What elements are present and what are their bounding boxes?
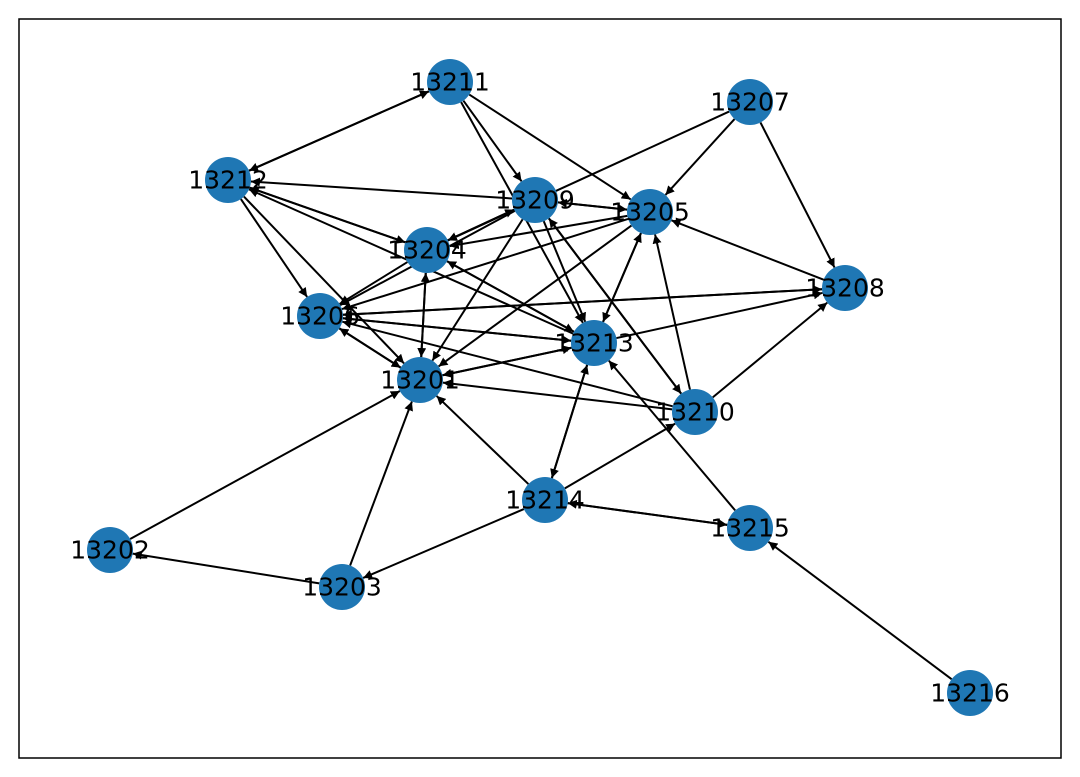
plot-frame: [18, 18, 1062, 759]
node-13206: [297, 293, 343, 339]
node-label: 13209: [495, 186, 575, 215]
node-label: 13215: [710, 514, 790, 543]
edge-13201-13206: [338, 327, 402, 369]
edge-13214-13210: [564, 422, 676, 490]
edge-13204-13206: [339, 261, 408, 305]
edge-13210-13205: [652, 234, 691, 390]
edge-13202-13201: [129, 390, 401, 540]
edge-13214-13201: [435, 395, 530, 485]
node-13210: [672, 389, 718, 435]
node-label: 13216: [930, 679, 1010, 708]
edge-13212-13201: [243, 195, 405, 365]
edge-13215-13213: [608, 359, 736, 512]
edge-13210-13208: [712, 301, 828, 399]
edge-13212-13206: [240, 198, 308, 298]
edge-13210-13209: [548, 217, 682, 395]
edge-13201-13204: [420, 272, 430, 358]
node-13201: [397, 357, 443, 403]
edge-13205-13201: [437, 224, 633, 368]
node-label: 13213: [554, 329, 634, 358]
edge-13212-13211: [248, 90, 430, 172]
edge-13205-13206: [341, 217, 629, 311]
node-13204: [404, 227, 450, 273]
edge-13209-13201: [431, 218, 524, 362]
edge-13216-13215: [767, 540, 953, 681]
edge-13208-13206: [342, 288, 823, 319]
edge-13213-13208: [616, 290, 823, 340]
node-label: 13211: [410, 68, 490, 97]
node-13213: [571, 320, 617, 366]
edge-13207-13205: [664, 118, 736, 196]
node-13214: [522, 477, 568, 523]
node-13215: [727, 505, 773, 551]
edge-13211-13209: [462, 100, 523, 182]
node-13209: [512, 177, 558, 223]
node-label: 13201: [380, 366, 460, 395]
edge-13208-13205: [671, 219, 824, 281]
edge-13203-13202: [132, 550, 320, 585]
node-13208: [822, 265, 868, 311]
node-13207: [727, 79, 773, 125]
edge-13207-13208: [759, 122, 836, 268]
edge-13209-13212: [250, 177, 513, 200]
edge-13211-13205: [468, 93, 632, 201]
node-label: 13206: [280, 302, 360, 331]
edge-13213-13206: [342, 314, 572, 342]
node-label: 13208: [805, 274, 885, 303]
edge-13210-13201: [442, 379, 673, 411]
edge-13205-13209: [557, 198, 628, 211]
node-label: 13205: [610, 198, 690, 227]
node-13202: [87, 527, 133, 573]
node-13212: [205, 157, 251, 203]
node-13216: [947, 670, 993, 716]
node-13205: [627, 189, 673, 235]
edge-13203-13201: [349, 401, 413, 566]
node-label: 13214: [505, 486, 585, 515]
node-label: 13207: [710, 88, 790, 117]
edge-13210-13206: [342, 319, 673, 408]
node-label: 13202: [70, 536, 150, 565]
edge-13214-13213: [550, 364, 589, 479]
edge-13214-13203: [362, 508, 525, 579]
node-label: 13210: [655, 398, 735, 427]
edge-13204-13212: [249, 186, 406, 244]
node-label: 13212: [188, 166, 268, 195]
edge-13215-13214: [567, 499, 728, 526]
edge-13213-13204: [446, 260, 575, 333]
edge-13205-13204: [449, 214, 628, 250]
edge-13209-13213: [542, 220, 587, 323]
edge-13204-13209: [447, 208, 515, 242]
node-13211: [427, 59, 473, 105]
edge-13213-13205: [602, 232, 642, 323]
edge-13201-13213: [442, 345, 572, 377]
node-13203: [319, 564, 365, 610]
node-label: 13204: [387, 236, 467, 265]
node-label: 13203: [302, 573, 382, 602]
